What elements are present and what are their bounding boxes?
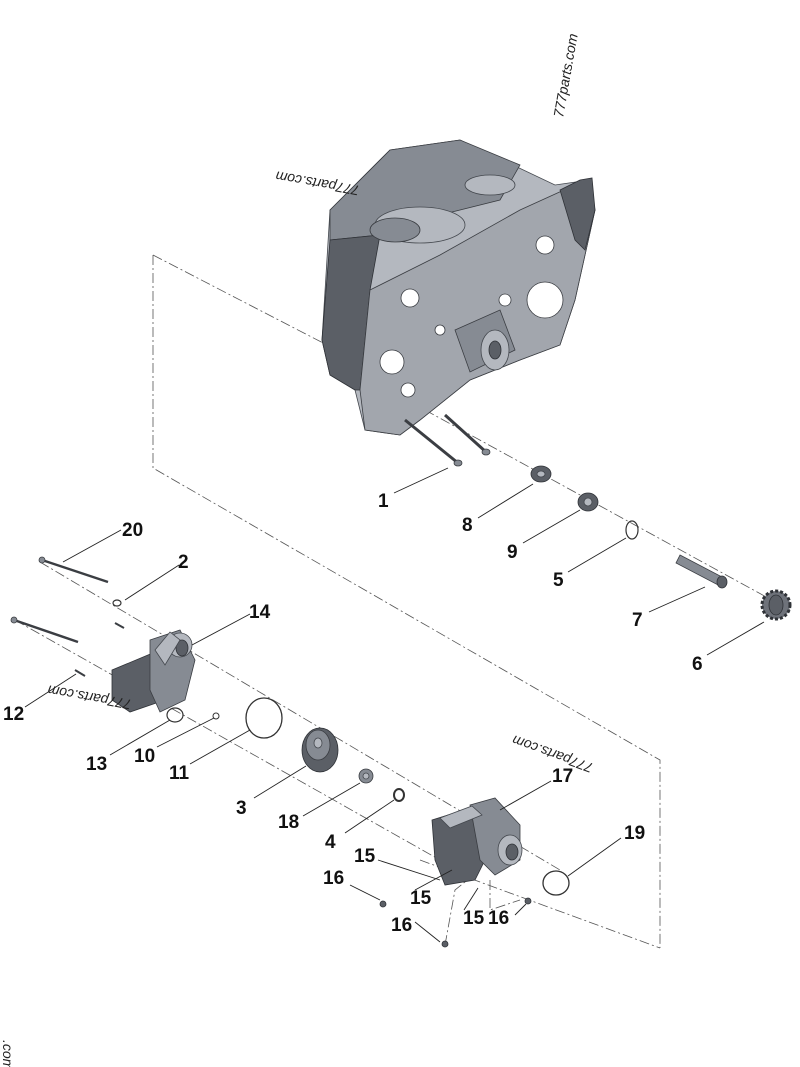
leader-lines — [24, 467, 765, 943]
small-bolt — [114, 622, 125, 629]
callout-18: 18 — [278, 812, 299, 833]
watermark-bottom-left: .com — [0, 1040, 16, 1067]
callout-15-right: 15 — [463, 908, 485, 929]
plug-16-left — [379, 900, 387, 908]
callout-8: 8 — [462, 515, 473, 536]
callout-9: 9 — [507, 542, 518, 563]
callout-20: 20 — [122, 520, 143, 541]
o-ring-11 — [245, 697, 283, 739]
watermark-top-right: 777parts.com — [550, 32, 581, 119]
callout-16-right: 16 — [488, 908, 509, 929]
callout-4: 4 — [325, 832, 336, 853]
callout-12: 12 — [3, 704, 24, 725]
callout-7: 7 — [632, 610, 643, 631]
callout-2: 2 — [178, 552, 189, 573]
o-ring-10 — [212, 712, 220, 720]
callout-14: 14 — [249, 602, 271, 623]
seal-8 — [530, 465, 552, 483]
o-ring-13 — [166, 707, 184, 723]
bearing-9 — [577, 492, 599, 512]
shaft-7 — [675, 554, 728, 589]
callout-19: 19 — [624, 823, 645, 844]
callout-11: 11 — [169, 763, 190, 784]
seal-18 — [358, 768, 374, 784]
callout-13: 13 — [86, 754, 107, 775]
long-bolt-upper-left — [10, 616, 79, 644]
o-ring-19 — [542, 870, 570, 896]
housing-shaft-boss — [454, 309, 516, 373]
long-bolt-20 — [38, 556, 109, 584]
impeller-3 — [301, 727, 339, 773]
pump-body-17 — [431, 797, 523, 886]
callout-5: 5 — [553, 570, 564, 591]
callout-1: 1 — [378, 491, 389, 512]
callout-15-mid: 15 — [410, 888, 432, 909]
callout-16-bottom: 16 — [391, 915, 412, 936]
gear-6 — [760, 589, 792, 621]
pump-housing-14 — [111, 629, 196, 713]
callout-17: 17 — [552, 766, 573, 787]
callout-6: 6 — [692, 654, 703, 675]
ring-4 — [393, 788, 405, 802]
watermark-block: 777parts.com — [274, 168, 361, 199]
gear-housing-block — [321, 139, 596, 436]
bolt-pair-1 — [404, 413, 491, 467]
callout-labels: 1 8 9 5 7 6 20 2 14 12 13 10 11 3 18 4 1… — [3, 491, 703, 936]
plug-16-bottom — [441, 940, 449, 948]
callout-3: 3 — [236, 798, 247, 819]
o-ring-5 — [625, 520, 639, 540]
washer-2 — [112, 599, 122, 607]
callout-16-left: 16 — [323, 868, 344, 889]
screw-12 — [74, 669, 86, 677]
plug-16-right — [524, 897, 532, 905]
callout-10: 10 — [134, 746, 155, 767]
callout-15-top: 15 — [354, 846, 376, 867]
